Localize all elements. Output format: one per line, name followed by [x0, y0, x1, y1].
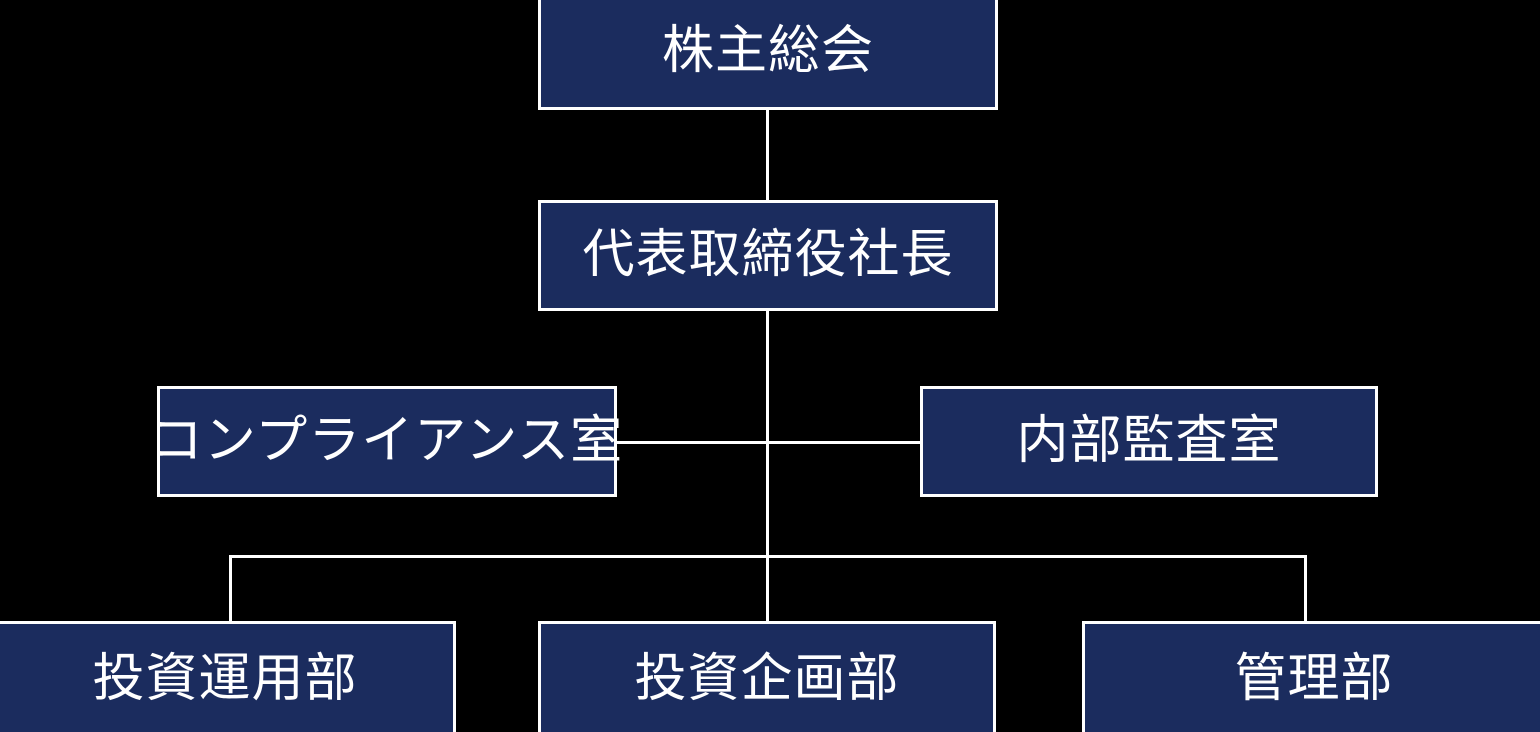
node-general-shareholders-meeting[interactable]: 株主総会 [538, 0, 998, 110]
node-compliance-office[interactable]: コンプライアンス室 [151, 386, 622, 497]
node-administration-dept[interactable]: 管理部 [1082, 621, 1540, 732]
node-label-compliance-office: コンプライアンス室 [150, 412, 624, 470]
connector-trunk-to-compliance-office [614, 441, 769, 444]
node-label-investment-management-dept: 投資運用部 [92, 650, 358, 708]
connector-department-bus [229, 555, 1307, 558]
connector-bus-to-administration-dept [1304, 555, 1307, 624]
node-investment-planning-dept[interactable]: 投資企画部 [538, 621, 996, 732]
node-label-administration-dept: 管理部 [1234, 650, 1394, 708]
node-investment-management-dept[interactable]: 投資運用部 [0, 621, 456, 732]
node-label-representative-director-president: 代表取締役社長 [582, 226, 954, 284]
connector-president-trunk [766, 308, 769, 624]
connector-shareholders-to-president [766, 107, 769, 203]
node-label-investment-planning-dept: 投資企画部 [634, 650, 900, 708]
node-label-internal-audit-office: 内部監査室 [1016, 412, 1282, 470]
node-representative-director-president[interactable]: 代表取締役社長 [538, 200, 998, 311]
node-internal-audit-office[interactable]: 内部監査室 [920, 386, 1378, 497]
node-label-general-shareholders-meeting: 株主総会 [661, 23, 874, 80]
connector-trunk-to-internal-audit-office [766, 441, 923, 444]
connector-bus-to-investment-management-dept [229, 555, 232, 624]
